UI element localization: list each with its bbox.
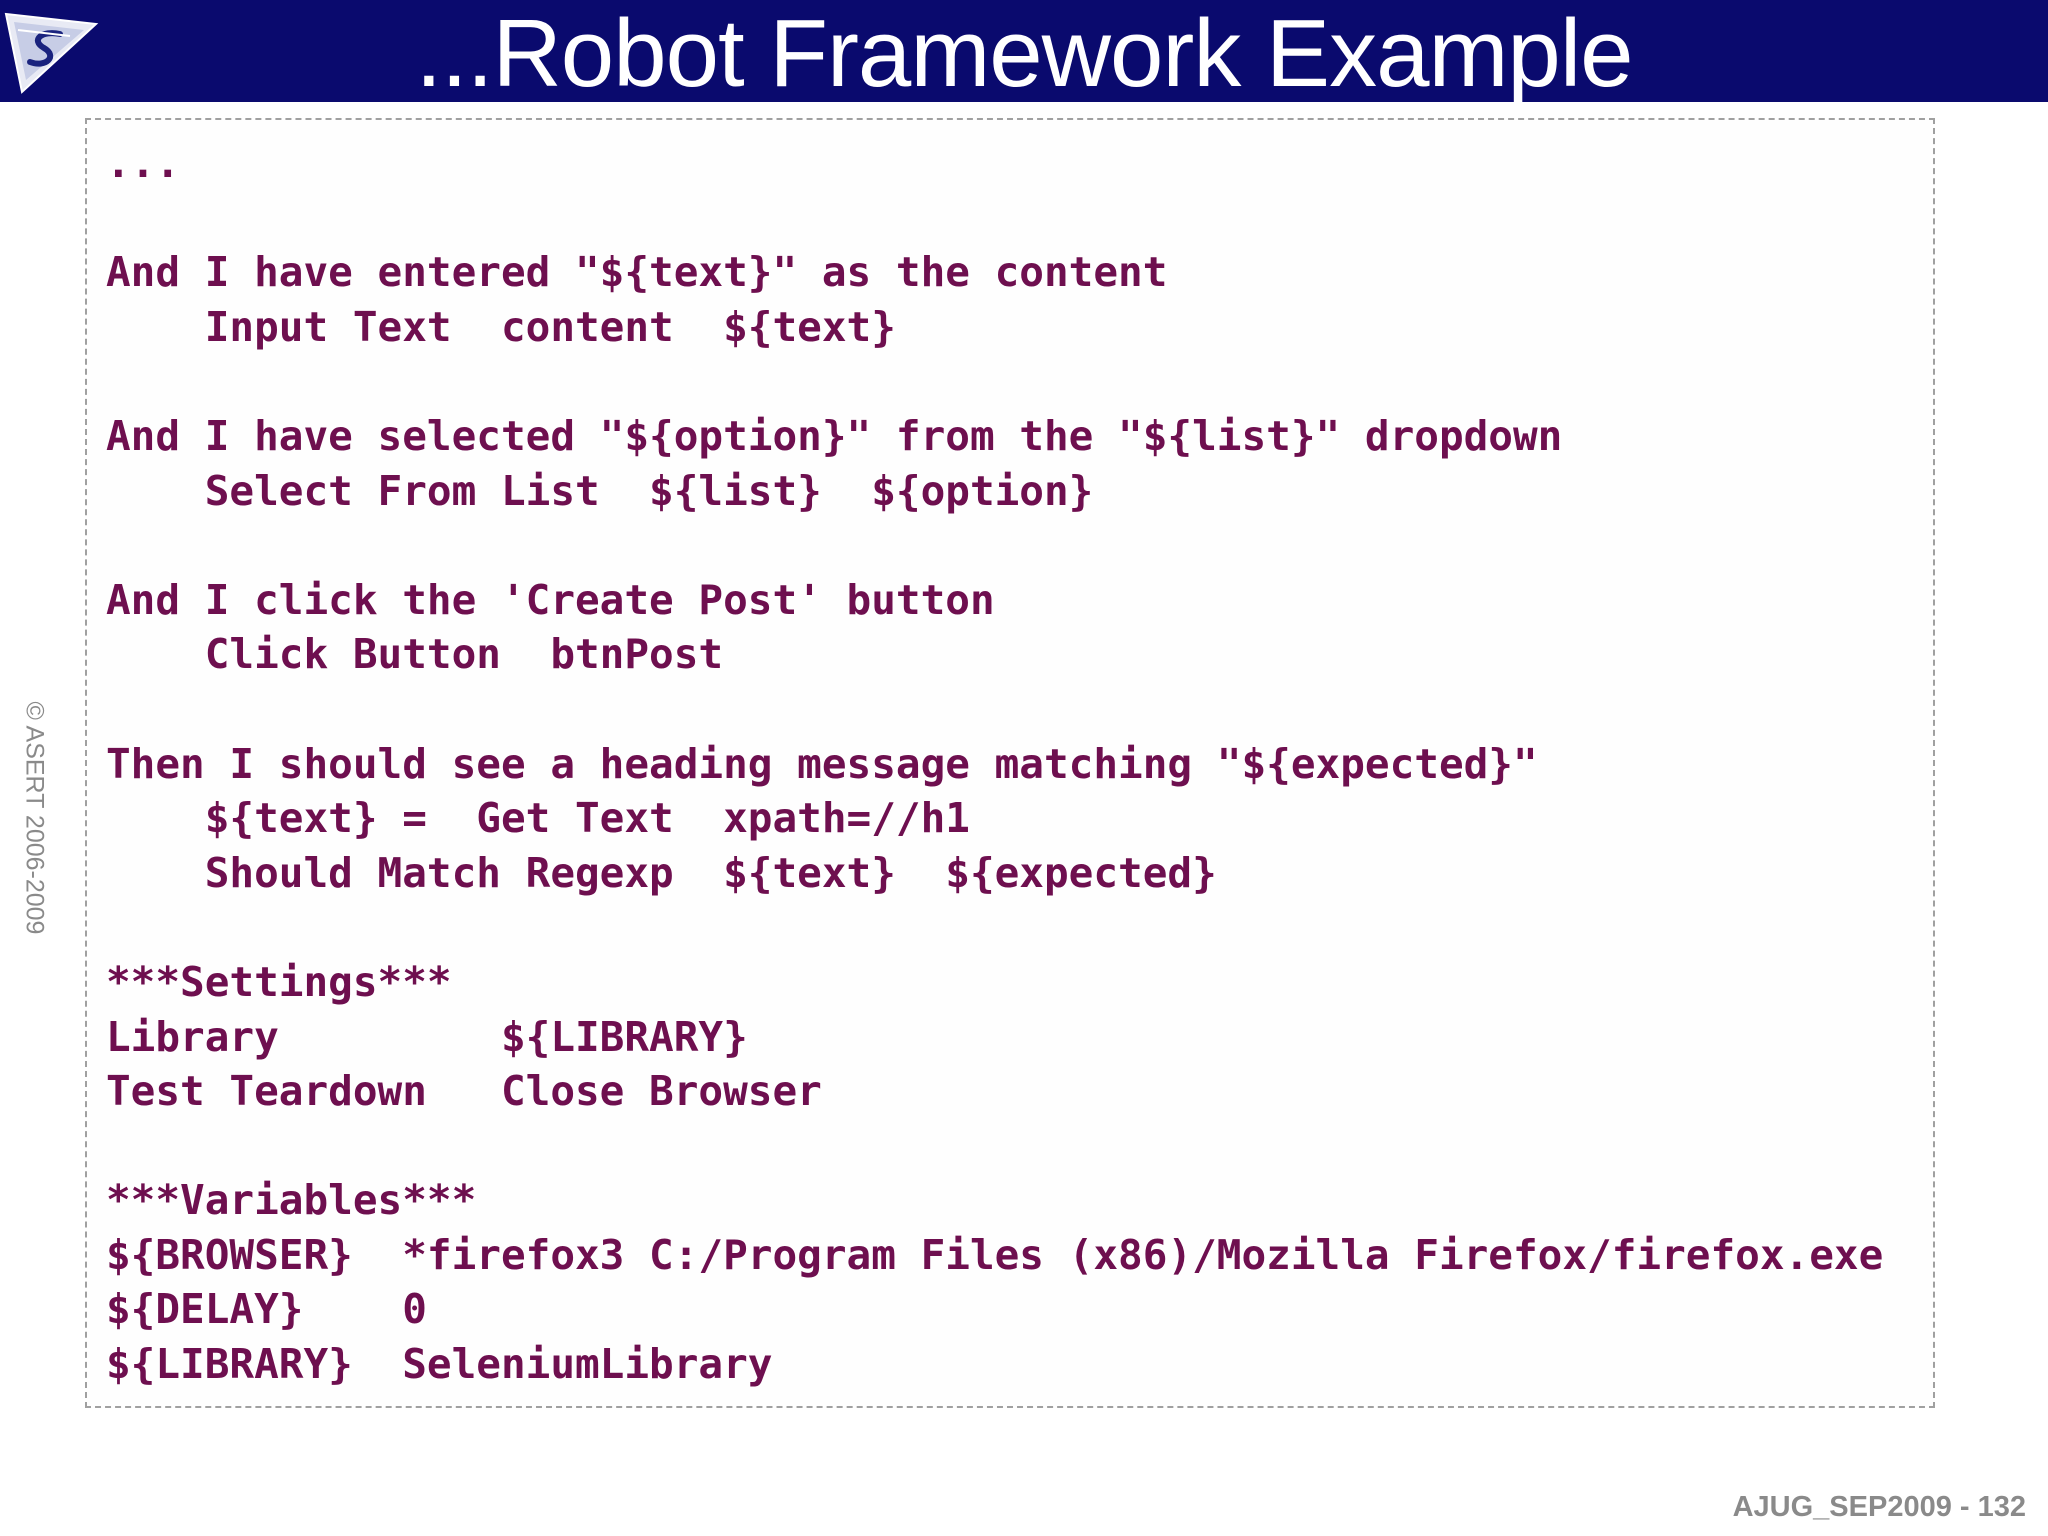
code-line	[106, 191, 1926, 246]
code-line: ...	[106, 139, 181, 187]
copyright-notice: © ASERT 2006-2009	[20, 701, 49, 935]
code-line: Input Text content ${text}	[106, 302, 896, 351]
code-line	[106, 682, 1926, 737]
code-line: ${LIBRARY} SeleniumLibrary	[106, 1340, 773, 1389]
code-line: ${DELAY} 0	[106, 1285, 427, 1334]
code-line: ${BROWSER} *firefox3 C:/Program Files (x…	[106, 1230, 1884, 1279]
code-line	[106, 900, 1926, 955]
code-line: And I have selected "${option}" from the…	[106, 411, 1563, 460]
code-line: Test Teardown Close Browser	[106, 1067, 822, 1116]
code-line: And I click the 'Create Post' button	[106, 575, 995, 624]
code-line: ***Variables***	[106, 1176, 477, 1225]
code-line: Select From List ${list} ${option}	[106, 466, 1094, 515]
code-line: Click Button btnPost	[106, 630, 724, 679]
code-line: Library ${LIBRARY}	[106, 1012, 748, 1061]
code-line: Should Match Regexp ${text} ${expected}	[106, 848, 1217, 897]
code-line: Then I should see a heading message matc…	[106, 739, 1538, 788]
code-block-frame	[85, 118, 1935, 1408]
slide-title: ...Robot Framework Example	[415, 0, 1633, 107]
title-bar: ...Robot Framework Example	[0, 0, 2048, 107]
code-line	[106, 1119, 1926, 1174]
code-line: ${text} = Get Text xpath=//h1	[106, 794, 970, 843]
code-block: ... And I have entered "${text}" as the c…	[106, 136, 1926, 1392]
slide-number: AJUG_SEP2009 - 132	[1732, 1491, 2026, 1523]
code-line	[106, 518, 1926, 573]
code-line: And I have entered "${text}" as the cont…	[106, 248, 1168, 297]
code-line: ***Settings***	[106, 957, 452, 1006]
code-line	[106, 354, 1926, 409]
asert-logo-icon	[0, 0, 100, 102]
